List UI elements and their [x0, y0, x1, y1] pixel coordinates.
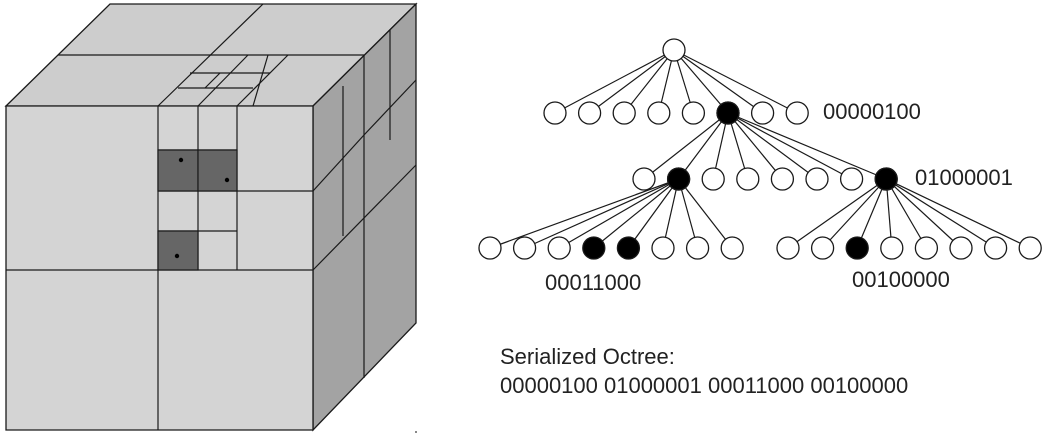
tree-edge [589, 49, 675, 114]
parent-node [874, 167, 898, 191]
tree-edge [554, 49, 675, 114]
right-face-grid [312, 30, 417, 378]
tree-edge [727, 112, 887, 180]
serialized-octree-value: 00000100 01000001 00011000 00100000 [500, 373, 909, 398]
parent-node [716, 101, 740, 125]
tree-edge [727, 112, 818, 180]
tree-edge [787, 178, 887, 249]
level1-node-4 [681, 101, 706, 125]
serialized-octree-title: Serialized Octree: [500, 344, 675, 369]
tree-edge [822, 178, 887, 249]
level2-node-3 [736, 167, 760, 191]
tree-edge [727, 112, 852, 180]
tree-edge [627, 178, 680, 249]
tree-edges [489, 49, 1031, 249]
level3-right-node-0 [776, 236, 800, 260]
level3-left-node-2 [547, 236, 571, 260]
tree-edge [678, 178, 699, 249]
tree-edge [673, 49, 798, 114]
level3-right-node-3 [880, 236, 904, 260]
tree-edge [856, 178, 887, 249]
tree-edge [885, 178, 1031, 249]
octree-cube [4, 2, 418, 433]
level3-left-node-1 [512, 236, 537, 260]
level2-node-4 [770, 167, 795, 191]
top-face-grid [58, 3, 364, 107]
occupied-cell [157, 149, 199, 192]
point-marker [174, 253, 180, 259]
tree-edge [489, 178, 679, 249]
level2-node-2 [701, 167, 725, 191]
level2-node-6 [839, 167, 864, 191]
tree-edge [558, 178, 679, 249]
tree-edge [623, 49, 675, 114]
root-node [662, 38, 686, 62]
tree-edge [662, 178, 680, 249]
level2-node-0 [632, 167, 656, 191]
parent-node [666, 167, 691, 191]
level3-left-node-6 [685, 236, 710, 260]
level3-right-node-4 [914, 236, 939, 260]
level3-right-node-2 [845, 236, 869, 260]
point-marker [224, 177, 230, 183]
level3-left-node-3 [582, 236, 606, 260]
point-marker [178, 157, 184, 163]
tree-edge [885, 178, 996, 249]
tree-edge [673, 49, 729, 114]
level3-right-node-6 [983, 236, 1008, 260]
level1-node-7 [785, 101, 809, 125]
tree-edge [885, 178, 962, 249]
occupied-cell [197, 149, 238, 192]
level3-right-node-1 [810, 236, 835, 260]
tree-edge [593, 178, 679, 249]
cube-corner-dot [415, 431, 417, 433]
tree-edge [524, 178, 679, 249]
tree-edge [643, 112, 729, 180]
level3-right-bits-label: 00100000 [852, 267, 950, 292]
level3-left-node-5 [651, 236, 675, 260]
tree-edge [885, 178, 927, 249]
level2-bits-label: 01000001 [915, 165, 1013, 190]
tree-edge [727, 112, 783, 180]
level1-node-1 [577, 101, 602, 125]
level3-left-node-4 [616, 236, 641, 260]
tree-edge [673, 49, 763, 114]
level1-node-6 [750, 101, 775, 125]
tree-edge [678, 178, 733, 249]
level3-left-node-0 [478, 236, 502, 260]
level1-node-2 [612, 101, 636, 125]
tree-nodes [478, 38, 1042, 260]
occupied-cell [157, 230, 199, 271]
level3-right-node-5 [949, 236, 973, 260]
level3-right-node-7 [1018, 236, 1042, 260]
tree-edge [678, 112, 729, 180]
level1-bits-label: 00000100 [823, 99, 921, 124]
level1-node-0 [543, 101, 567, 125]
level3-left-bits-label: 00011000 [545, 270, 641, 295]
level1-node-3 [647, 101, 671, 125]
level2-node-5 [805, 167, 829, 191]
level3-left-node-7 [720, 236, 744, 260]
